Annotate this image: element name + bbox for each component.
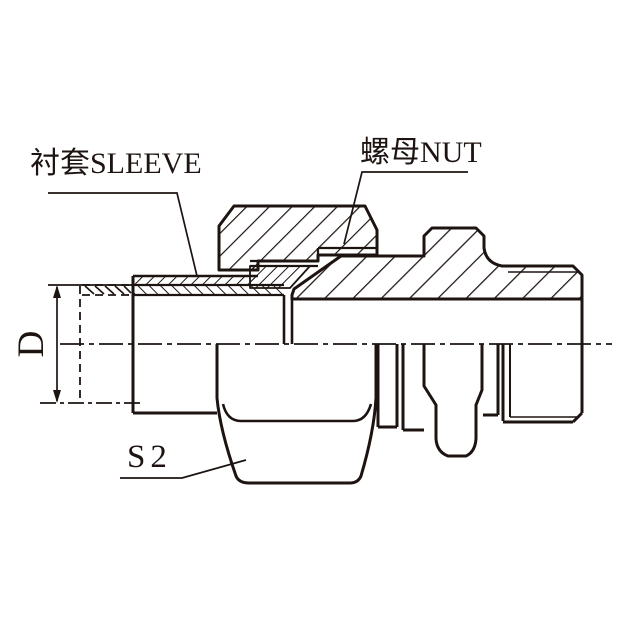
body-external-profile (376, 275, 584, 458)
sleeve-outline (131, 246, 377, 415)
nut-label: 螺母NUT (360, 136, 482, 169)
dimension-arrow-down (53, 390, 61, 403)
dimension-arrow-up (53, 285, 61, 298)
dimension-d (40, 284, 142, 404)
sleeve-label: 衬套SLEEVE (30, 147, 202, 180)
wrench-size-label: S2 (127, 439, 172, 475)
diameter-label: D (11, 330, 52, 358)
tube-wall-cross-section (84, 285, 284, 295)
nut-leader (343, 171, 468, 245)
nut-external-profile (215, 344, 378, 485)
sleeve-leader (48, 192, 198, 277)
leader-lines (48, 171, 468, 479)
s2-leader (120, 459, 247, 479)
